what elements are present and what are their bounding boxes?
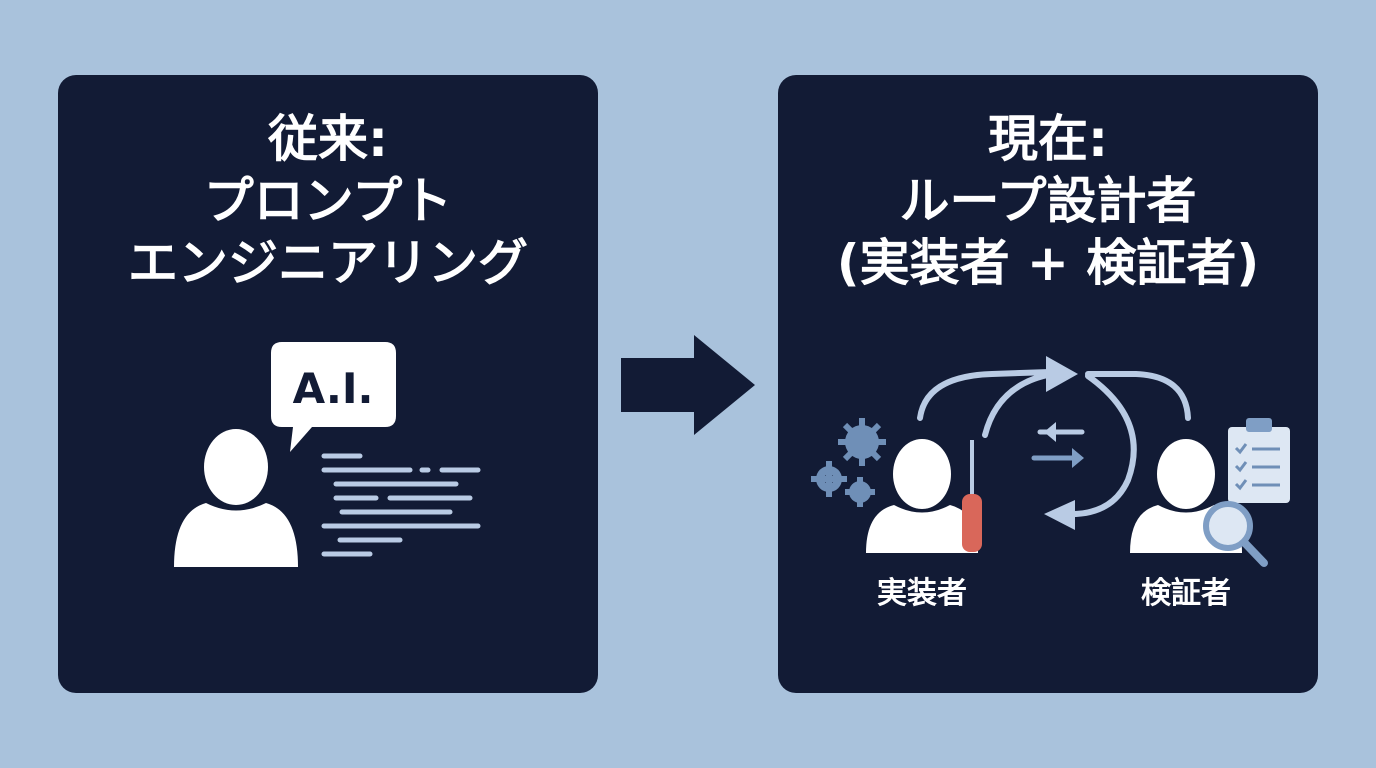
- legacy-title-line-2: プロンプト: [203, 172, 453, 230]
- cycle-arrowheads: [1044, 356, 1078, 530]
- gear-teeth: [811, 418, 886, 507]
- legacy-title-line-1: 従来:: [268, 110, 388, 168]
- cycle-arrows-icon: [917, 369, 1191, 518]
- clipboard-checklist-icon: [1228, 418, 1290, 503]
- small-arrowhead-right: [1072, 448, 1084, 468]
- loop-title-line-2: ループ設計者: [899, 172, 1197, 230]
- loop-title-line-3: (実装者 + 検証者): [836, 234, 1260, 292]
- speech-bubble-icon: A.I.: [271, 342, 396, 452]
- prompt-text-lines: [321, 453, 481, 557]
- legacy-title-line-3: エンジニアリング: [128, 234, 528, 292]
- loop-designer-title: 現在: ループ設計者 (実装者 + 検証者): [778, 108, 1318, 294]
- implementer-label: 実装者: [877, 576, 967, 611]
- verifier-label: 検証者: [1141, 576, 1231, 611]
- legacy-title: 従来: プロンプト エンジニアリング: [58, 108, 598, 294]
- screwdriver-icon: [962, 440, 982, 552]
- loop-title-line-1: 現在:: [988, 110, 1108, 168]
- arrow-right-icon: [621, 335, 755, 435]
- bubble-label: A.I.: [293, 364, 374, 413]
- magnifier-icon: [1203, 501, 1268, 567]
- person-icon: [174, 429, 298, 567]
- implementer-person-icon: [866, 439, 978, 553]
